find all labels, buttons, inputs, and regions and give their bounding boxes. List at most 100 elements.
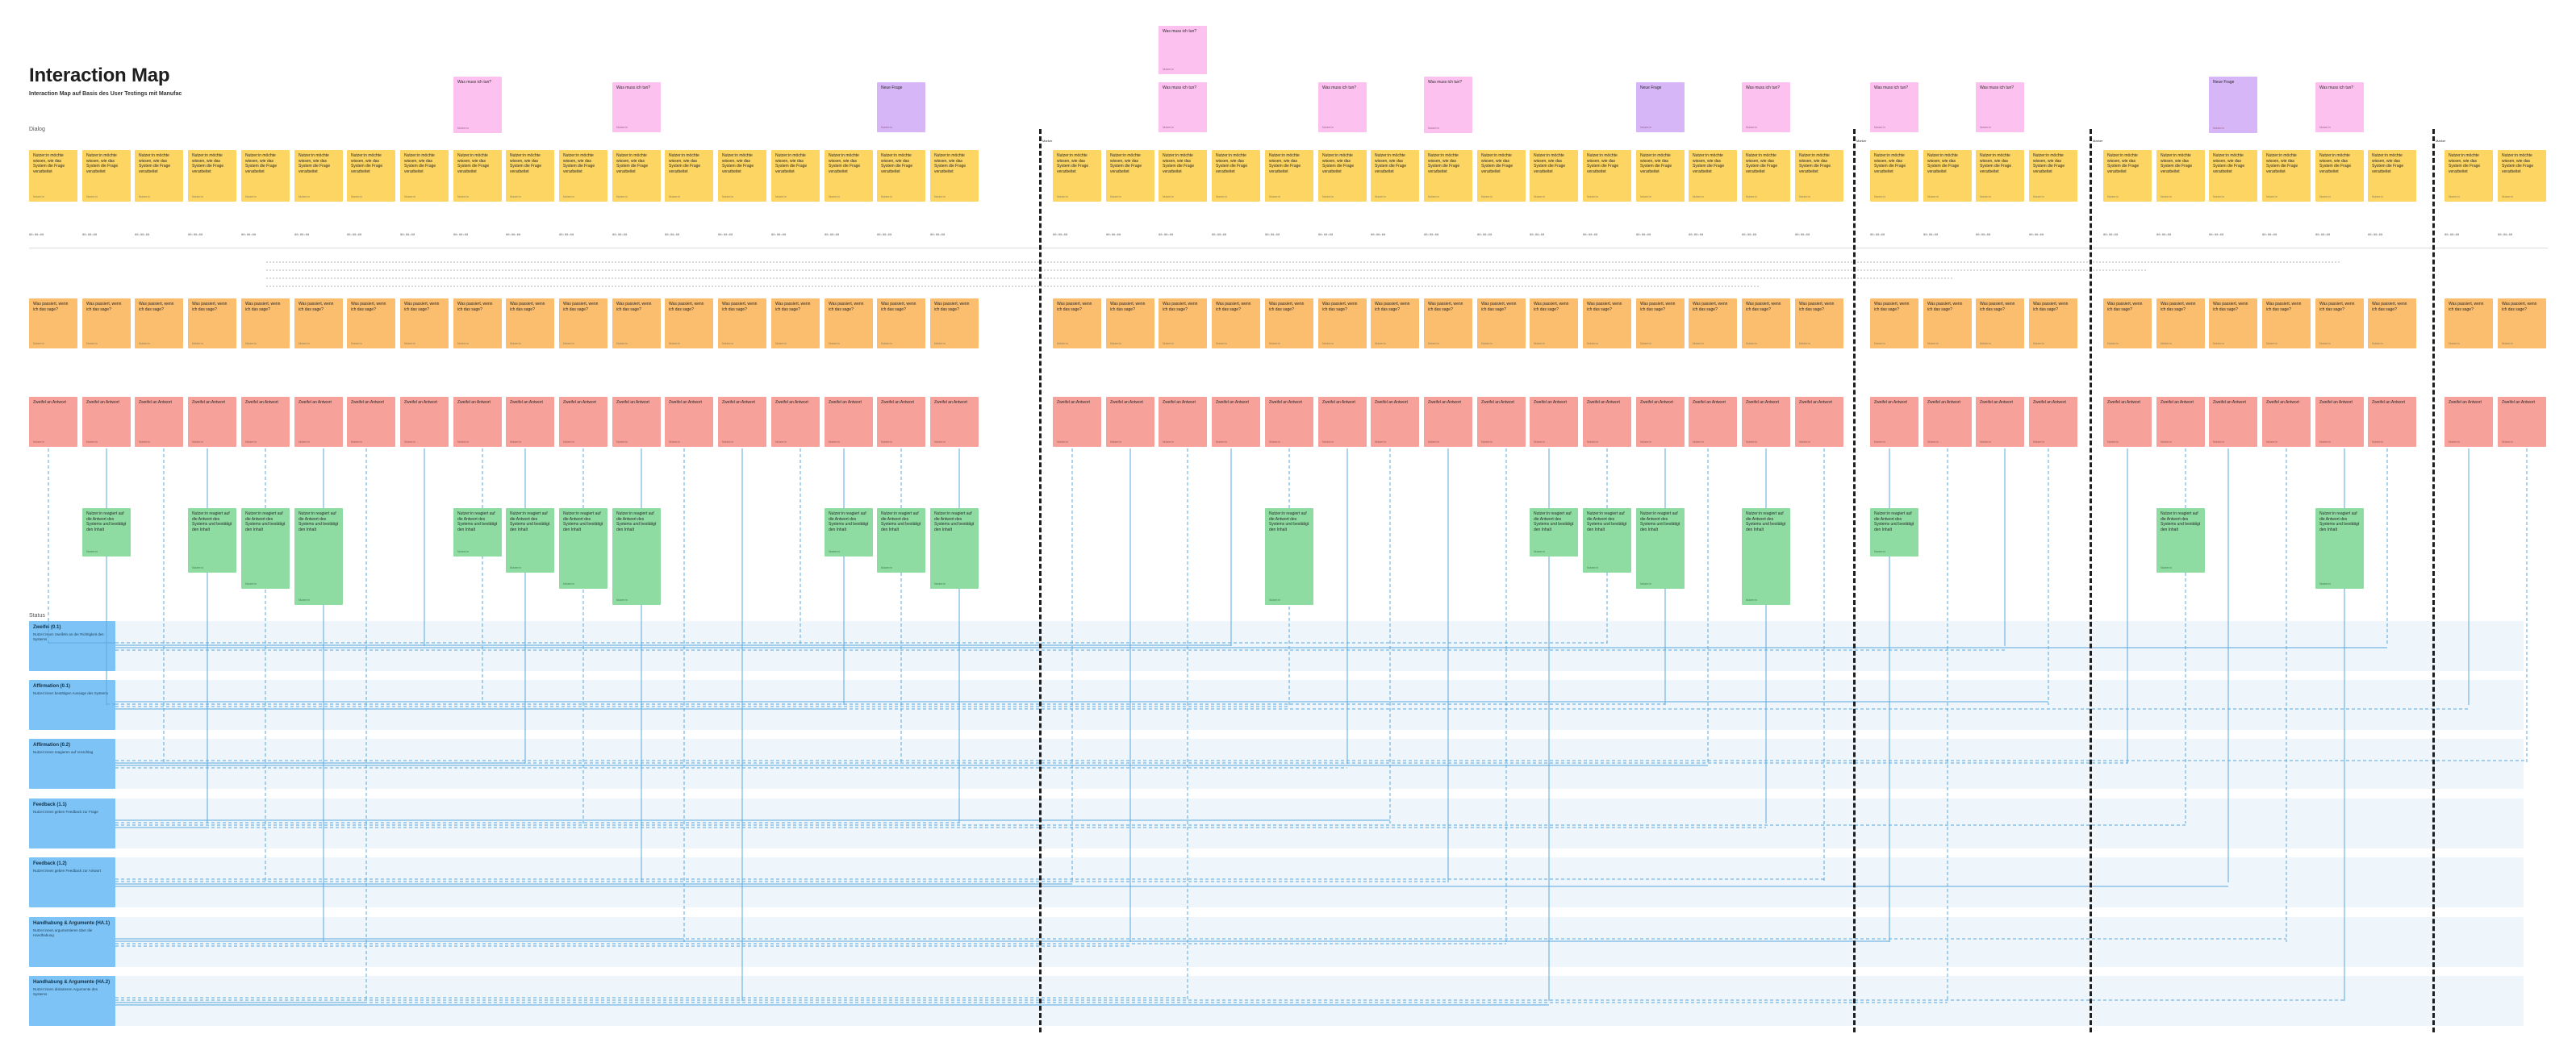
sticky-note-orange[interactable]: Was passiert, wenn ich das sage?Nutzer:i… — [188, 298, 236, 348]
sticky-note-orange[interactable]: Was passiert, wenn ich das sage?Nutzer:i… — [400, 298, 449, 348]
sticky-note-yellow[interactable]: Nutzer:in möchte wissen, wie das System … — [1318, 150, 1367, 202]
sticky-note-yellow[interactable]: Nutzer:in möchte wissen, wie das System … — [1265, 150, 1313, 202]
sticky-note-orange[interactable]: Was passiert, wenn ich das sage?Nutzer:i… — [1106, 298, 1154, 348]
sticky-note-yellow[interactable]: Nutzer:in möchte wissen, wie das System … — [1424, 150, 1472, 202]
sticky-note-green[interactable]: Nutzer:in reagiert auf die Antwort des S… — [612, 508, 661, 605]
sticky-note-green[interactable]: Nutzer:in reagiert auf die Antwort des S… — [2315, 508, 2364, 589]
sticky-note-orange[interactable]: Was passiert, wenn ich das sage?Nutzer:i… — [665, 298, 713, 348]
sticky-note-green[interactable]: Nutzer:in reagiert auf die Antwort des S… — [506, 508, 554, 573]
category-panel[interactable]: Handhabung & Argumente (HA.2)Nutzer:inne… — [29, 976, 115, 1026]
sticky-note-yellow[interactable]: Nutzer:in möchte wissen, wie das System … — [771, 150, 820, 202]
sticky-note-green[interactable]: Nutzer:in reagiert auf die Antwort des S… — [1870, 508, 1918, 557]
sticky-note-green[interactable]: Nutzer:in reagiert auf die Antwort des S… — [82, 508, 131, 557]
sticky-note-yellow[interactable]: Nutzer:in möchte wissen, wie das System … — [2315, 150, 2364, 202]
sticky-note-orange[interactable]: Was passiert, wenn ich das sage?Nutzer:i… — [1795, 298, 1843, 348]
sticky-note-orange[interactable]: Was passiert, wenn ich das sage?Nutzer:i… — [294, 298, 343, 348]
sticky-note-green[interactable]: Nutzer:in reagiert auf die Antwort des S… — [453, 508, 502, 557]
sticky-note-yellow[interactable]: Nutzer:in möchte wissen, wie das System … — [825, 150, 873, 202]
sticky-note-orange[interactable]: Was passiert, wenn ich das sage?Nutzer:i… — [135, 298, 183, 348]
sticky-note-yellow[interactable]: Nutzer:in möchte wissen, wie das System … — [1742, 150, 1790, 202]
sticky-note-yellow[interactable]: Nutzer:in möchte wissen, wie das System … — [1795, 150, 1843, 202]
sticky-note-green[interactable]: Nutzer:in reagiert auf die Antwort des S… — [241, 508, 290, 589]
sticky-note-yellow[interactable]: Nutzer:in möchte wissen, wie das System … — [82, 150, 131, 202]
sticky-note-green[interactable]: Nutzer:in reagiert auf die Antwort des S… — [825, 508, 873, 557]
sticky-note-green[interactable]: Nutzer:in reagiert auf die Antwort des S… — [294, 508, 343, 605]
sticky-note-yellow[interactable]: Nutzer:in möchte wissen, wie das System … — [2209, 150, 2257, 202]
sticky-note-green[interactable]: Nutzer:in reagiert auf die Antwort des S… — [559, 508, 607, 589]
sticky-note-orange[interactable]: Was passiert, wenn ich das sage?Nutzer:i… — [453, 298, 502, 348]
sticky-note-orange[interactable]: Was passiert, wenn ich das sage?Nutzer:i… — [2156, 298, 2205, 348]
sticky-note-pink[interactable]: Was muss ich tun?Nutzer:in — [1318, 82, 1367, 132]
sticky-note-pink[interactable]: Was muss ich tun?Nutzer:in — [1976, 82, 2024, 132]
sticky-note-yellow[interactable]: Nutzer:in möchte wissen, wie das System … — [1870, 150, 1918, 202]
sticky-note-orange[interactable]: Was passiert, wenn ich das sage?Nutzer:i… — [2315, 298, 2364, 348]
sticky-note-yellow[interactable]: Nutzer:in möchte wissen, wie das System … — [1159, 150, 1207, 202]
sticky-note-orange[interactable]: Was passiert, wenn ich das sage?Nutzer:i… — [347, 298, 395, 348]
sticky-note-pink[interactable]: Was muss ich tun?Nutzer:in — [453, 77, 502, 133]
sticky-note-green[interactable]: Nutzer:in reagiert auf die Antwort des S… — [1583, 508, 1631, 573]
sticky-note-orange[interactable]: Was passiert, wenn ich das sage?Nutzer:i… — [1923, 298, 1972, 348]
sticky-note-green[interactable]: Nutzer:in reagiert auf die Antwort des S… — [877, 508, 925, 573]
sticky-note-yellow[interactable]: Nutzer:in möchte wissen, wie das System … — [2029, 150, 2077, 202]
sticky-note-yellow[interactable]: Nutzer:in möchte wissen, wie das System … — [2262, 150, 2311, 202]
sticky-note-yellow[interactable]: Nutzer:in möchte wissen, wie das System … — [188, 150, 236, 202]
sticky-note-orange[interactable]: Was passiert, wenn ich das sage?Nutzer:i… — [771, 298, 820, 348]
sticky-note-yellow[interactable]: Nutzer:in möchte wissen, wie das System … — [877, 150, 925, 202]
sticky-note-orange[interactable]: Was passiert, wenn ich das sage?Nutzer:i… — [1742, 298, 1790, 348]
sticky-note-orange[interactable]: Was passiert, wenn ich das sage?Nutzer:i… — [1318, 298, 1367, 348]
category-panel[interactable]: Feedback (1.1)Nutzer:innen geben Feedbac… — [29, 798, 115, 848]
sticky-note-green[interactable]: Nutzer:in reagiert auf die Antwort des S… — [930, 508, 979, 589]
sticky-note-orange[interactable]: Was passiert, wenn ich das sage?Nutzer:i… — [825, 298, 873, 348]
sticky-note-orange[interactable]: Was passiert, wenn ich das sage?Nutzer:i… — [506, 298, 554, 348]
sticky-note-orange[interactable]: Was passiert, wenn ich das sage?Nutzer:i… — [2498, 298, 2546, 348]
sticky-note-yellow[interactable]: Nutzer:in möchte wissen, wie das System … — [1923, 150, 1972, 202]
category-panel[interactable]: Feedback (1.2)Nutzer:innen geben Feedbac… — [29, 857, 115, 907]
sticky-note-yellow[interactable]: Nutzer:in möchte wissen, wie das System … — [241, 150, 290, 202]
sticky-note-pink[interactable]: Was muss ich tun?Nutzer:in — [1159, 26, 1207, 74]
sticky-note-yellow[interactable]: Nutzer:in möchte wissen, wie das System … — [1371, 150, 1419, 202]
sticky-note-yellow[interactable]: Nutzer:in möchte wissen, wie das System … — [1530, 150, 1578, 202]
sticky-note-yellow[interactable]: Nutzer:in möchte wissen, wie das System … — [2103, 150, 2152, 202]
sticky-note-yellow[interactable]: Nutzer:in möchte wissen, wie das System … — [1106, 150, 1154, 202]
sticky-note-yellow[interactable]: Nutzer:in möchte wissen, wie das System … — [665, 150, 713, 202]
sticky-note-orange[interactable]: Was passiert, wenn ich das sage?Nutzer:i… — [1212, 298, 1260, 348]
sticky-note-yellow[interactable]: Nutzer:in möchte wissen, wie das System … — [2444, 150, 2493, 202]
sticky-note-yellow[interactable]: Nutzer:in möchte wissen, wie das System … — [2498, 150, 2546, 202]
sticky-note-green[interactable]: Nutzer:in reagiert auf die Antwort des S… — [1265, 508, 1313, 605]
sticky-note-orange[interactable]: Was passiert, wenn ich das sage?Nutzer:i… — [1636, 298, 1685, 348]
sticky-note-yellow[interactable]: Nutzer:in möchte wissen, wie das System … — [1053, 150, 1101, 202]
sticky-note-orange[interactable]: Was passiert, wenn ich das sage?Nutzer:i… — [1053, 298, 1101, 348]
sticky-note-yellow[interactable]: Nutzer:in möchte wissen, wie das System … — [1212, 150, 1260, 202]
sticky-note-yellow[interactable]: Nutzer:in möchte wissen, wie das System … — [1976, 150, 2024, 202]
sticky-note-pink[interactable]: Was muss ich tun?Nutzer:in — [1424, 77, 1472, 133]
sticky-note-orange[interactable]: Was passiert, wenn ich das sage?Nutzer:i… — [1583, 298, 1631, 348]
sticky-note-yellow[interactable]: Nutzer:in möchte wissen, wie das System … — [930, 150, 979, 202]
sticky-note-yellow[interactable]: Nutzer:in möchte wissen, wie das System … — [400, 150, 449, 202]
